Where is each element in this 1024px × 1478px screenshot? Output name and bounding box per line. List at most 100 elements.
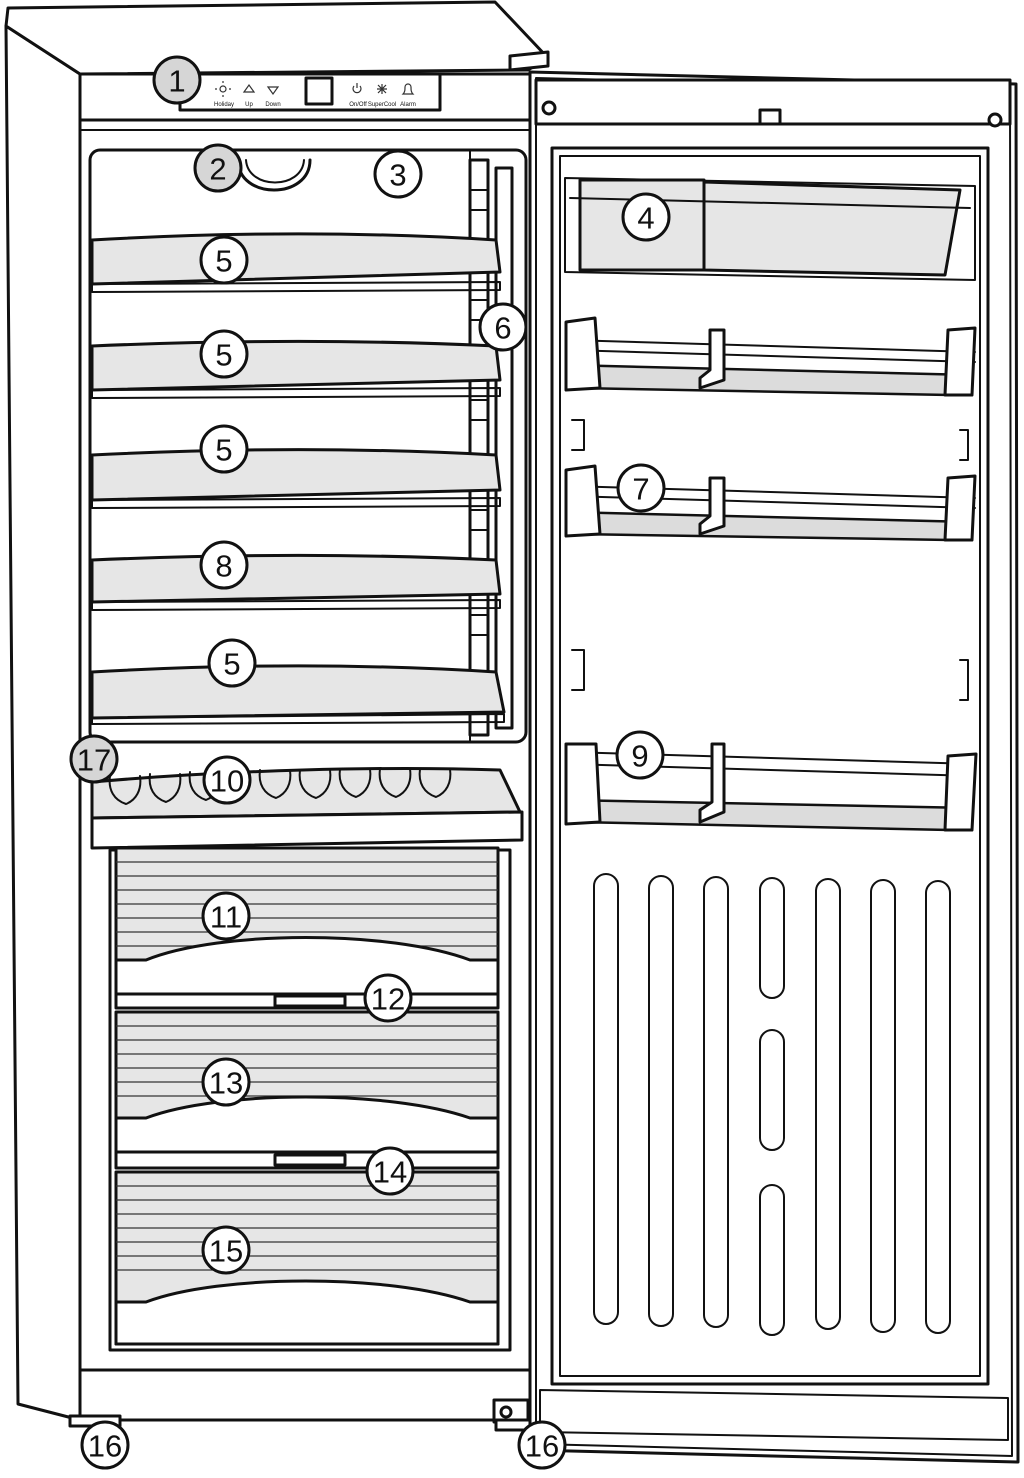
bottle-rack-shelf xyxy=(90,767,524,850)
callout-16: 16 xyxy=(517,1420,567,1470)
callout-circle xyxy=(152,55,202,105)
callout-circle xyxy=(621,192,671,242)
callout-17: 17 xyxy=(69,734,119,784)
callout-number: 3 xyxy=(389,158,406,193)
callout-circle xyxy=(373,149,423,199)
callout-number: 12 xyxy=(371,982,405,1017)
callout-number: 10 xyxy=(210,764,244,799)
callout-14: 14 xyxy=(365,1146,415,1196)
door-rack-1[interactable] xyxy=(564,316,977,397)
panel-label-holiday: Holiday xyxy=(214,102,234,108)
down-arrow-icon[interactable] xyxy=(266,86,280,96)
callout-12: 12 xyxy=(363,973,413,1023)
callout-16: 16 xyxy=(80,1420,130,1470)
cabinet-left-side xyxy=(4,24,82,1422)
panel-label-alarm: Alarm xyxy=(400,102,416,108)
callout-number: 8 xyxy=(215,549,232,584)
callout-circle xyxy=(201,1225,251,1275)
callout-circle xyxy=(478,302,528,352)
callout-circle xyxy=(201,891,251,941)
supercool-icon[interactable] xyxy=(377,84,387,94)
callout-number: 16 xyxy=(88,1429,122,1464)
freezer-drawer-1[interactable] xyxy=(114,846,500,996)
panel-label-up: Up xyxy=(245,102,253,108)
callout-number: 17 xyxy=(77,743,111,778)
callout-5: 5 xyxy=(207,638,257,688)
up-arrow-icon[interactable] xyxy=(242,83,256,93)
callout-circle xyxy=(201,1057,251,1107)
temperature-display xyxy=(304,76,334,106)
callout-number: 16 xyxy=(525,1429,559,1464)
callout-1: 1 xyxy=(152,55,202,105)
callout-circle xyxy=(517,1420,567,1470)
callout-4: 4 xyxy=(621,192,671,242)
callout-number: 14 xyxy=(373,1155,407,1190)
cabinet-top xyxy=(4,0,550,76)
glass-shelf-1 xyxy=(90,232,502,286)
callout-6: 6 xyxy=(478,302,528,352)
callout-7: 7 xyxy=(616,463,666,513)
callout-number: 5 xyxy=(223,647,240,682)
callout-circle xyxy=(80,1420,130,1470)
callout-number: 2 xyxy=(209,152,226,187)
callout-circle xyxy=(207,638,257,688)
drawer-divider-1[interactable] xyxy=(114,992,500,1010)
callout-5: 5 xyxy=(199,329,249,379)
callout-number: 1 xyxy=(168,64,185,99)
callout-number: 15 xyxy=(209,1234,243,1269)
callout-10: 10 xyxy=(202,755,252,805)
door[interactable] xyxy=(528,70,1020,1464)
callout-number: 6 xyxy=(494,311,511,346)
callout-2: 2 xyxy=(193,143,243,193)
callout-circle xyxy=(616,463,666,513)
callout-number: 11 xyxy=(210,900,242,935)
callout-number: 7 xyxy=(632,472,649,507)
holiday-icon[interactable] xyxy=(215,81,231,97)
callout-number: 13 xyxy=(209,1066,243,1101)
callout-9: 9 xyxy=(615,730,665,780)
power-icon[interactable] xyxy=(352,83,362,94)
callout-number: 4 xyxy=(637,201,654,236)
bottle-rack-door[interactable] xyxy=(564,742,978,832)
glass-shelf-3 xyxy=(90,448,502,502)
callout-circle xyxy=(199,235,249,285)
panel-label-onoff: On/Off xyxy=(349,102,367,108)
plinth xyxy=(78,1368,532,1422)
freezer-compartment xyxy=(108,846,512,1352)
top-hinge xyxy=(508,50,550,72)
callout-circle xyxy=(199,424,249,474)
callout-3: 3 xyxy=(373,149,423,199)
panel-label-down: Down xyxy=(265,102,280,108)
callout-circle xyxy=(199,540,249,590)
callout-circle xyxy=(199,329,249,379)
callout-circle xyxy=(202,755,252,805)
callout-number: 9 xyxy=(631,739,648,774)
callout-15: 15 xyxy=(201,1225,251,1275)
callout-8: 8 xyxy=(199,540,249,590)
panel-label-supercool: SuperCool xyxy=(368,102,396,108)
glass-shelf-4 xyxy=(90,554,502,604)
drawer-divider-2[interactable] xyxy=(114,1150,500,1170)
callout-circle xyxy=(615,730,665,780)
door-ribs xyxy=(593,873,951,1336)
callout-number: 5 xyxy=(215,433,232,468)
callout-circle xyxy=(363,973,413,1023)
callout-13: 13 xyxy=(201,1057,251,1107)
glass-shelf-5 xyxy=(90,664,506,720)
glass-shelf-2 xyxy=(90,340,502,392)
freezer-drawer-3[interactable] xyxy=(114,1170,500,1346)
glass-shelves xyxy=(90,232,506,725)
callout-circle xyxy=(193,143,243,193)
control-panel: Holiday Up Down On/Off SuperCool Alarm xyxy=(178,72,442,112)
callout-circle xyxy=(69,734,119,784)
callout-circle xyxy=(365,1146,415,1196)
callout-5: 5 xyxy=(199,235,249,285)
callout-11: 11 xyxy=(201,891,251,941)
freezer-drawer-2[interactable] xyxy=(114,1010,500,1154)
callout-number: 5 xyxy=(215,244,232,279)
callout-5: 5 xyxy=(199,424,249,474)
alarm-bell-icon[interactable] xyxy=(401,83,415,95)
